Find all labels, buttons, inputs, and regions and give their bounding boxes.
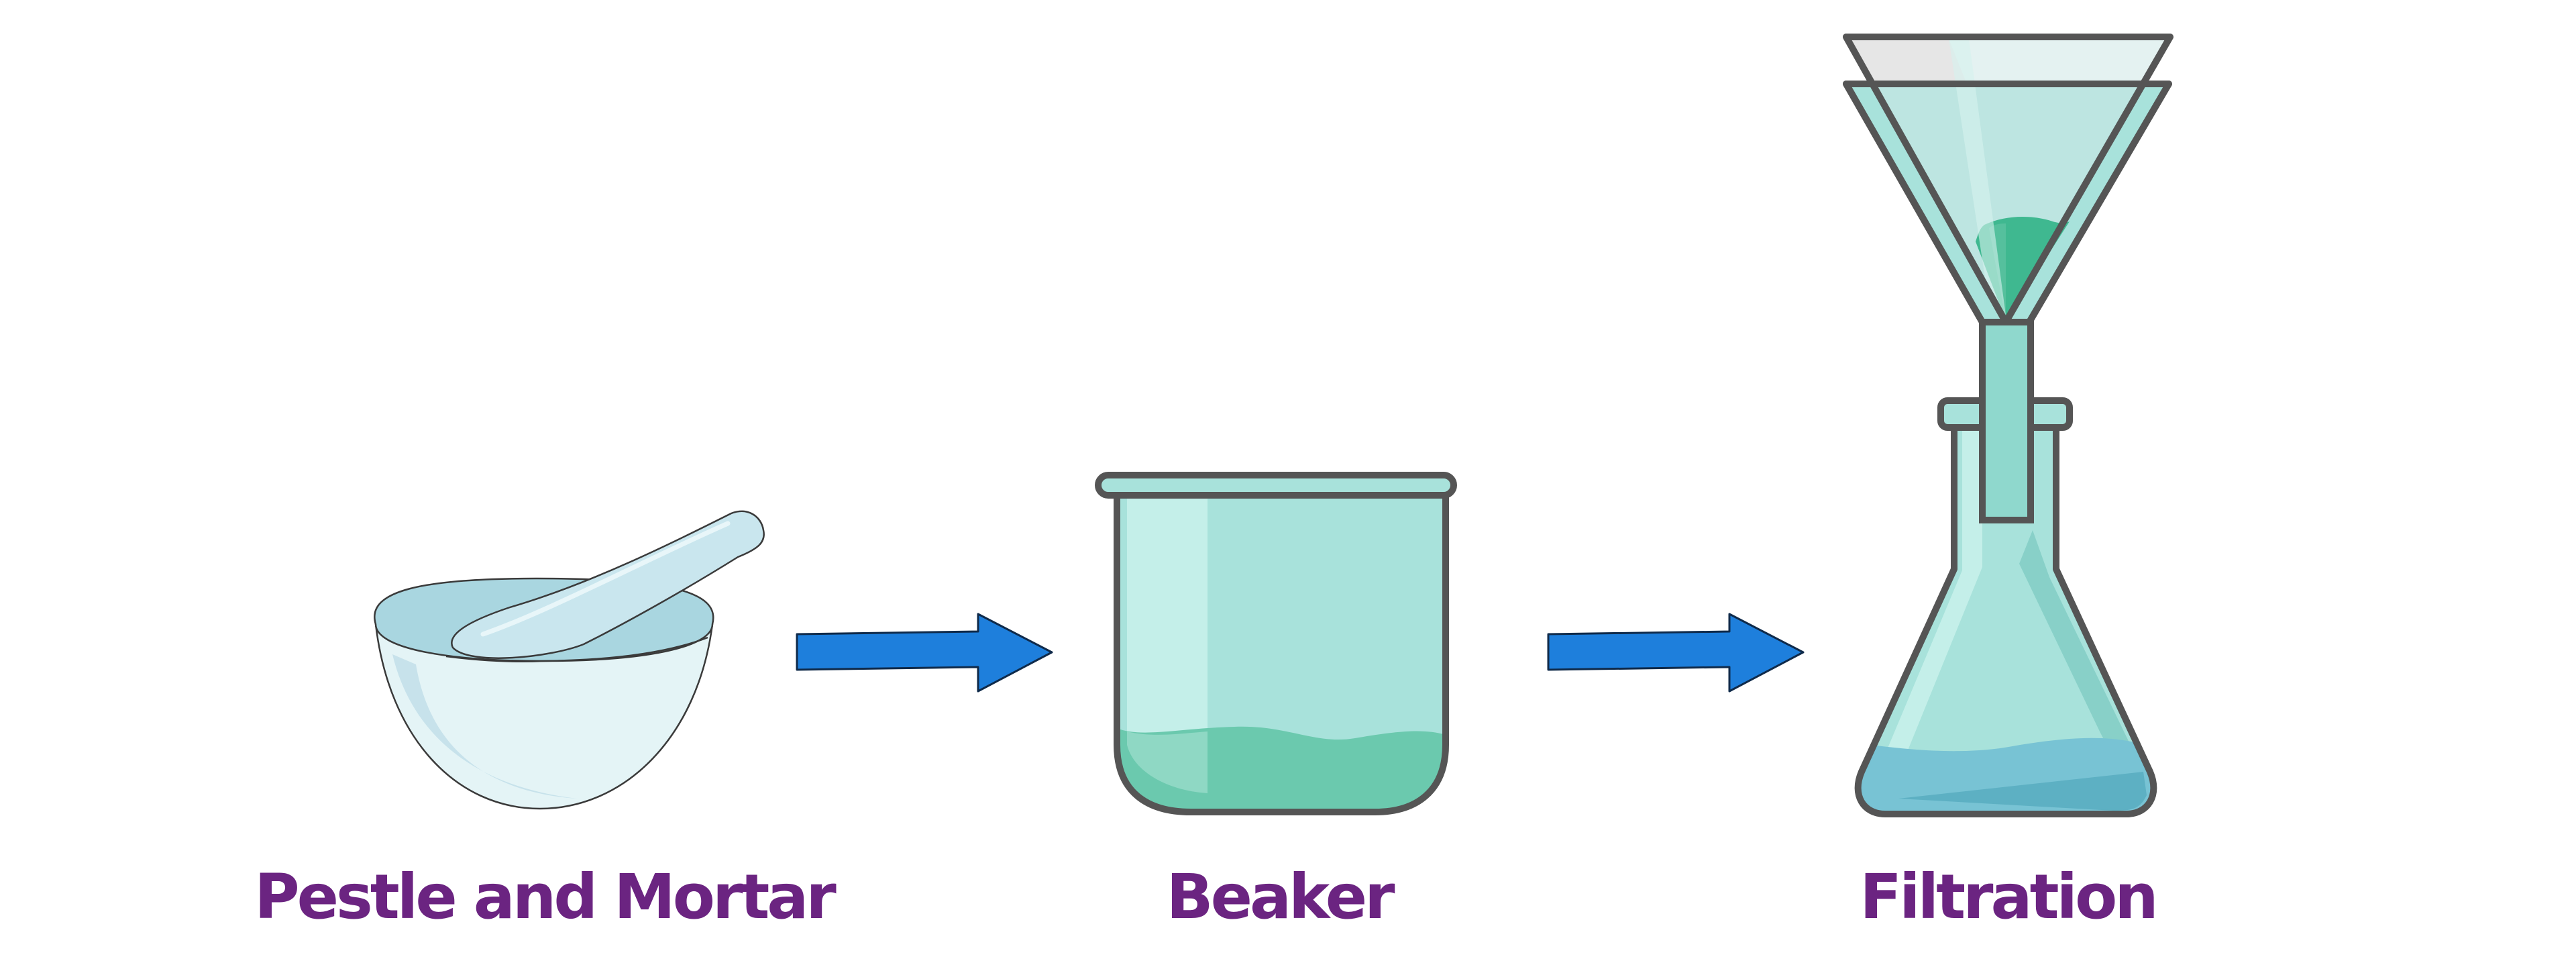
mortar-bowl-shade xyxy=(392,654,577,799)
filter-paper-outline xyxy=(1843,34,2174,325)
filtration-funnel-flask-icon xyxy=(1843,34,2174,817)
pestle xyxy=(451,510,765,659)
filter-paper-top xyxy=(1850,39,1966,81)
arrow-right-icon xyxy=(1547,613,1805,693)
beaker-icon xyxy=(1095,472,1457,815)
mortar-bowl xyxy=(374,623,714,810)
funnel-outline xyxy=(1843,81,2172,325)
flask-outline xyxy=(1854,403,2157,817)
funnel-highlight xyxy=(1949,39,2006,315)
flask-inner-shade xyxy=(2019,530,2143,772)
pestle-highlight xyxy=(480,521,731,637)
beaker-outline xyxy=(1114,492,1449,815)
beaker-highlight xyxy=(1127,492,1208,792)
flask-highlight xyxy=(1875,413,1982,784)
flask-glass xyxy=(1856,403,2156,814)
pestle-mortar-icon xyxy=(374,510,765,810)
flask-liquid-shade xyxy=(1898,772,2147,811)
step-label-pestle-mortar: Pestle and Mortar xyxy=(254,861,837,933)
mortar-rim-front xyxy=(445,636,708,662)
beaker-liquid-highlight xyxy=(1127,731,1208,793)
beaker-rim xyxy=(1095,472,1457,499)
step-label-beaker: Beaker xyxy=(1166,861,1395,933)
arrow-right-icon xyxy=(796,613,1053,693)
funnel-stem xyxy=(1979,319,2034,523)
step-label-filtration: Filtration xyxy=(1860,861,2156,933)
